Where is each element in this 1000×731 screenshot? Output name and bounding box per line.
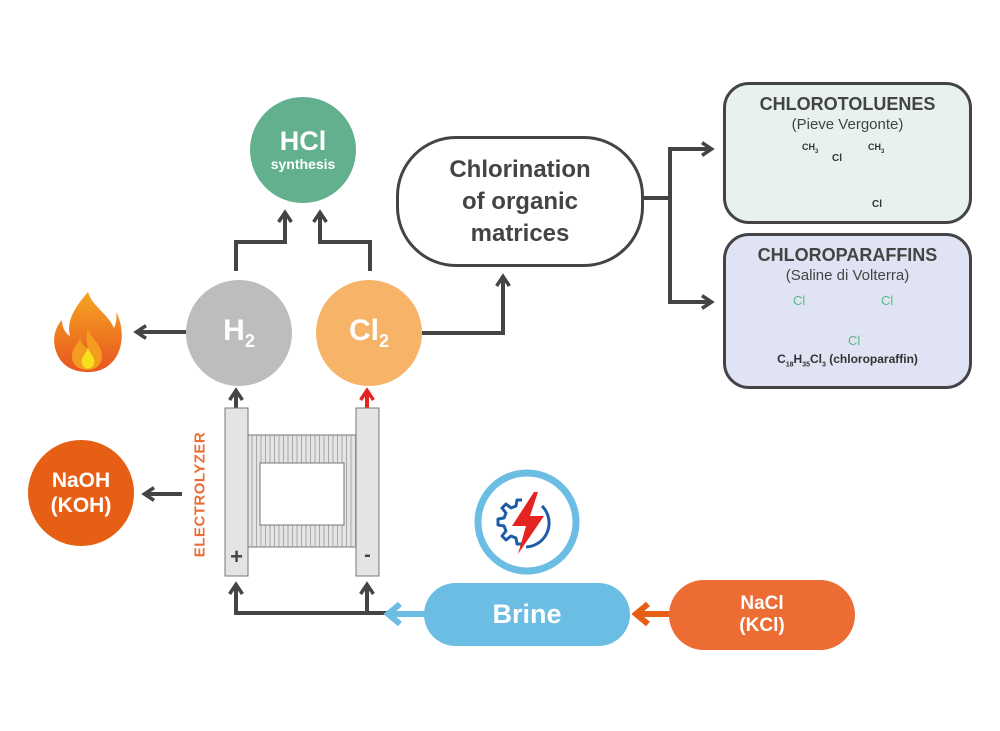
electrode-cathode [355, 407, 380, 577]
naoh-line1: NaOH [51, 469, 111, 492]
arrow-to-chloroparaffins [668, 198, 715, 310]
chlorotoluenes-location: (Pieve Vergonte) [791, 116, 904, 133]
cathode-minus-sign: - [364, 544, 371, 566]
electrolyzer [224, 407, 380, 577]
chloroparaffin-formula: C18H35Cl3 (chloroparaffin) [777, 352, 918, 369]
cl-label-top2: Cl [881, 293, 894, 308]
chlorination-line3: matrices [470, 219, 570, 247]
chloroparaffins-box: CHLOROPARAFFINS (Saline di Volterra) Cl … [723, 233, 972, 389]
cl-label-bottom: Cl [848, 333, 861, 348]
brine-node: Brine [424, 583, 630, 646]
arrow-h2-to-hcl [234, 209, 293, 271]
anode-plus-sign: + [230, 544, 243, 569]
brine-label: Brine [492, 599, 562, 629]
nacl-line1: NaCl [740, 593, 784, 614]
h2-symbol: H [223, 314, 245, 347]
h2-subscript: 2 [244, 331, 255, 351]
nacl-line2: (KCl) [739, 615, 785, 636]
cl-label-top1: Cl [793, 293, 806, 308]
electrolyzer-window [259, 462, 345, 526]
hcl-subtitle: synthesis [270, 156, 336, 172]
arrow-nacl-to-brine-head [631, 601, 650, 627]
h2-node: H2 [186, 280, 292, 386]
electrode-anode [224, 407, 249, 577]
chlorotoluenes-box: CHLOROTOLUENES (Pieve Vergonte) CH3 Cl C… [723, 82, 972, 224]
mol2-cl: Cl [872, 199, 882, 210]
cl2-subscript: 2 [378, 331, 389, 351]
mol1-ch3: CH3 [802, 142, 819, 155]
arrow-to-chlorotoluenes [668, 141, 715, 198]
chlorination-line2: of organic [461, 187, 578, 215]
naoh-line2: (KOH) [50, 494, 112, 517]
chloroparaffins-location: (Saline di Volterra) [785, 267, 910, 284]
chlorotoluenes-title: CHLOROTOLUENES [759, 94, 936, 114]
arrow-cl2-to-hcl [312, 209, 372, 271]
gear-lightning-icon [474, 469, 580, 575]
fire-icon [54, 292, 122, 372]
mol2-ch3: CH3 [868, 142, 885, 155]
hcl-synthesis-node: HCl synthesis [250, 97, 356, 203]
arrow-cl2-to-chlorination [422, 273, 511, 335]
arrow-brine-out-head [383, 601, 402, 627]
cl2-node: Cl2 [316, 280, 422, 386]
chloroparaffins-title: CHLOROPARAFFINS [757, 245, 938, 265]
naoh-node: NaOH (KOH) [28, 440, 134, 546]
chlorination-node: Chlorination of organic matrices [396, 136, 644, 267]
electrolyzer-label: ELECTROLYZER [191, 431, 209, 558]
hcl-title: HCl [279, 126, 327, 156]
mol1-cl: Cl [832, 153, 842, 164]
chlorination-line1: Chlorination [449, 155, 591, 183]
line-brine-feed [228, 581, 395, 615]
nacl-node: NaCl (KCl) [669, 580, 855, 650]
cl2-symbol: Cl [348, 314, 379, 347]
